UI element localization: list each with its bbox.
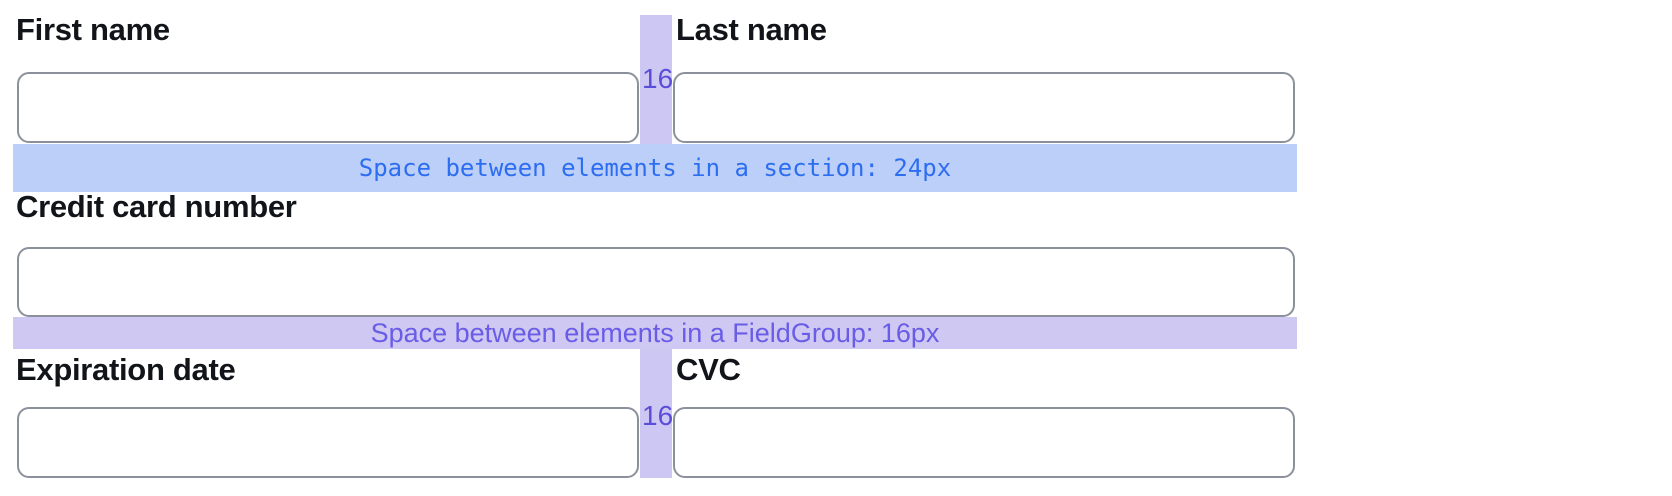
- column-gap-strip-top: [640, 15, 672, 144]
- cvc-input[interactable]: [673, 407, 1295, 478]
- section-gap-band: Space between elements in a section: 24p…: [13, 144, 1297, 192]
- credit-card-number-input[interactable]: [17, 247, 1295, 317]
- column-gap-size-label-bottom: 16: [642, 400, 674, 431]
- expiration-date-label: Expiration date: [16, 352, 236, 387]
- expiration-date-input[interactable]: [17, 407, 639, 478]
- column-gap-size-label-top: 16: [642, 63, 674, 94]
- cvc-label: CVC: [676, 352, 741, 387]
- last-name-input[interactable]: [673, 72, 1295, 143]
- fieldgroup-gap-band: Space between elements in a FieldGroup: …: [13, 317, 1297, 349]
- first-name-label: First name: [16, 12, 170, 47]
- credit-card-number-label: Credit card number: [16, 189, 297, 224]
- first-name-input[interactable]: [17, 72, 639, 143]
- column-gap-strip-bottom: [640, 349, 672, 478]
- last-name-label: Last name: [676, 12, 827, 47]
